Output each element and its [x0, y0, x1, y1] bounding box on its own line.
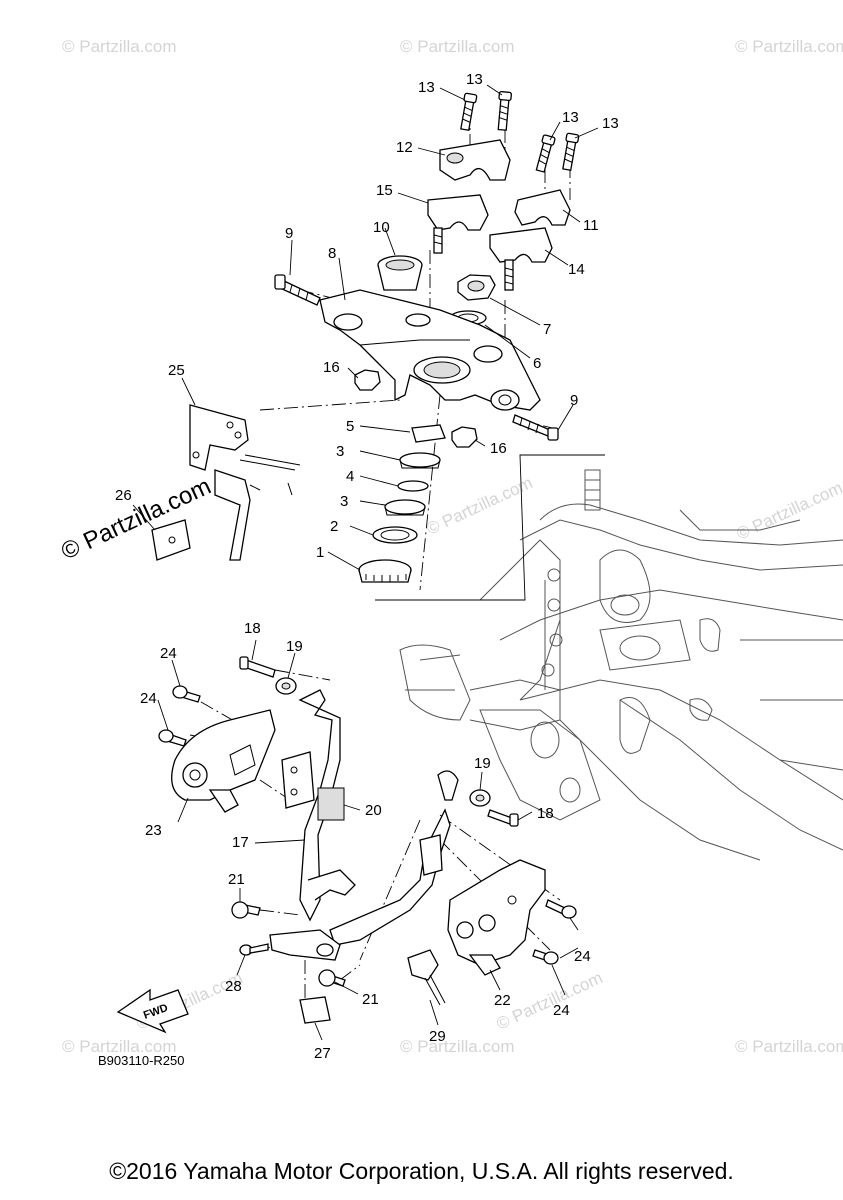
nuts-16: [354, 369, 478, 448]
callout-9: 9: [285, 225, 293, 242]
callout-12: 12: [396, 139, 413, 156]
callout-8: 8: [328, 245, 336, 262]
watermark: © Partzilla.com: [62, 37, 177, 56]
steering-bearing-stack: [358, 424, 446, 583]
watermark: © Partzilla.com: [735, 1037, 843, 1056]
lock-washer-4: [397, 480, 429, 492]
callout-4: 4: [346, 468, 354, 485]
callout-13: 13: [562, 109, 579, 126]
dust-seal-2: [372, 526, 418, 544]
bolt-9-right: [512, 414, 559, 441]
watermark-large: © Partzilla.com: [57, 473, 215, 566]
callout-16: 16: [323, 359, 340, 376]
watermark: © Partzilla.com: [424, 473, 536, 539]
fwd-arrow-icon: FWD: [116, 988, 189, 1034]
bolt-18-right: [487, 809, 519, 827]
clamp-right: [437, 770, 459, 801]
callout-29: 29: [429, 1028, 446, 1045]
steering-nut-7: [457, 274, 496, 301]
bolt-9-left: [274, 274, 321, 306]
watermark: © Partzilla.com: [400, 37, 515, 56]
callout-7: 7: [543, 321, 551, 338]
part-26: [151, 519, 191, 561]
lower-handlebar-holder-15: [427, 194, 489, 254]
callout-labels: 13 13 13 13 12 15 11 14 10 8 9 7 6 16 9 …: [115, 71, 619, 1062]
callout-5: 5: [346, 418, 354, 435]
callout-1: 1: [316, 544, 324, 561]
screw-28: [239, 943, 269, 956]
copyright-notice: ©2016 Yamaha Motor Corporation, U.S.A. A…: [109, 1158, 734, 1184]
callout-13: 13: [418, 79, 435, 96]
grommet-19-right: [469, 789, 491, 807]
grommet-19-top: [275, 677, 297, 695]
leader-lines: [132, 84, 599, 1041]
callout-26: 26: [115, 487, 132, 504]
bracket-small-center: [269, 929, 341, 961]
callout-6: 6: [533, 355, 541, 372]
callout-16: 16: [490, 440, 507, 457]
callout-25: 25: [168, 362, 185, 379]
callout-9: 9: [570, 392, 578, 409]
watermark: © Partzilla.com: [735, 37, 843, 56]
bracket-22: [447, 859, 546, 976]
bolt-21-bottom: [318, 969, 346, 987]
callout-13: 13: [466, 71, 483, 88]
callout-24: 24: [553, 1002, 570, 1019]
callout-15: 15: [376, 182, 393, 199]
callout-27: 27: [314, 1045, 331, 1062]
diagram-code: B903110-R250: [98, 1053, 185, 1068]
bracket-17: [281, 689, 451, 946]
bolt-18-top: [239, 656, 276, 678]
watermark: © Partzilla.com: [734, 478, 843, 544]
callout-3: 3: [336, 443, 344, 460]
callout-19: 19: [474, 755, 491, 772]
ring-nut-3-lower: [384, 499, 426, 515]
bolts-24-left: [158, 685, 201, 747]
callout-10: 10: [373, 219, 390, 236]
callout-24: 24: [160, 645, 177, 662]
callout-2: 2: [330, 518, 338, 535]
callout-14: 14: [568, 261, 585, 278]
bolts-24-right: [532, 899, 577, 965]
upper-handlebar-holder-11: [514, 189, 571, 226]
callout-24: 24: [140, 690, 157, 707]
upper-handlebar-holder-12: [439, 139, 511, 181]
callout-18: 18: [537, 805, 554, 822]
part-20: [317, 787, 345, 821]
watermark: © Partzilla.com: [400, 1037, 515, 1056]
callout-23: 23: [145, 822, 162, 839]
callout-19: 19: [286, 638, 303, 655]
bolts-13: [460, 91, 580, 173]
lower-handlebar-holder-14: [489, 227, 553, 291]
part-5: [411, 424, 446, 443]
clip-27: [299, 996, 331, 1024]
callout-20: 20: [365, 802, 382, 819]
callout-3: 3: [340, 493, 348, 510]
upper-bracket-8: [319, 289, 541, 411]
callout-17: 17: [232, 834, 249, 851]
frame-drawing: [399, 469, 843, 861]
callout-22: 22: [494, 992, 511, 1009]
callout-18: 18: [244, 620, 261, 637]
bracket-23: [171, 709, 276, 813]
callout-13: 13: [602, 115, 619, 132]
callout-11: 11: [583, 217, 599, 234]
part-29: [407, 949, 446, 1006]
watermark: © Partzilla.com: [62, 1037, 177, 1056]
damper-10: [377, 255, 423, 291]
callout-28: 28: [225, 978, 242, 995]
bolt-21-top: [231, 901, 261, 919]
frame-bracket-line: [375, 454, 605, 601]
callout-21: 21: [228, 871, 245, 888]
callout-21: 21: [362, 991, 379, 1008]
callout-24: 24: [574, 948, 591, 965]
ring-nut-3-upper: [399, 452, 441, 468]
bracket-25: [189, 404, 301, 561]
